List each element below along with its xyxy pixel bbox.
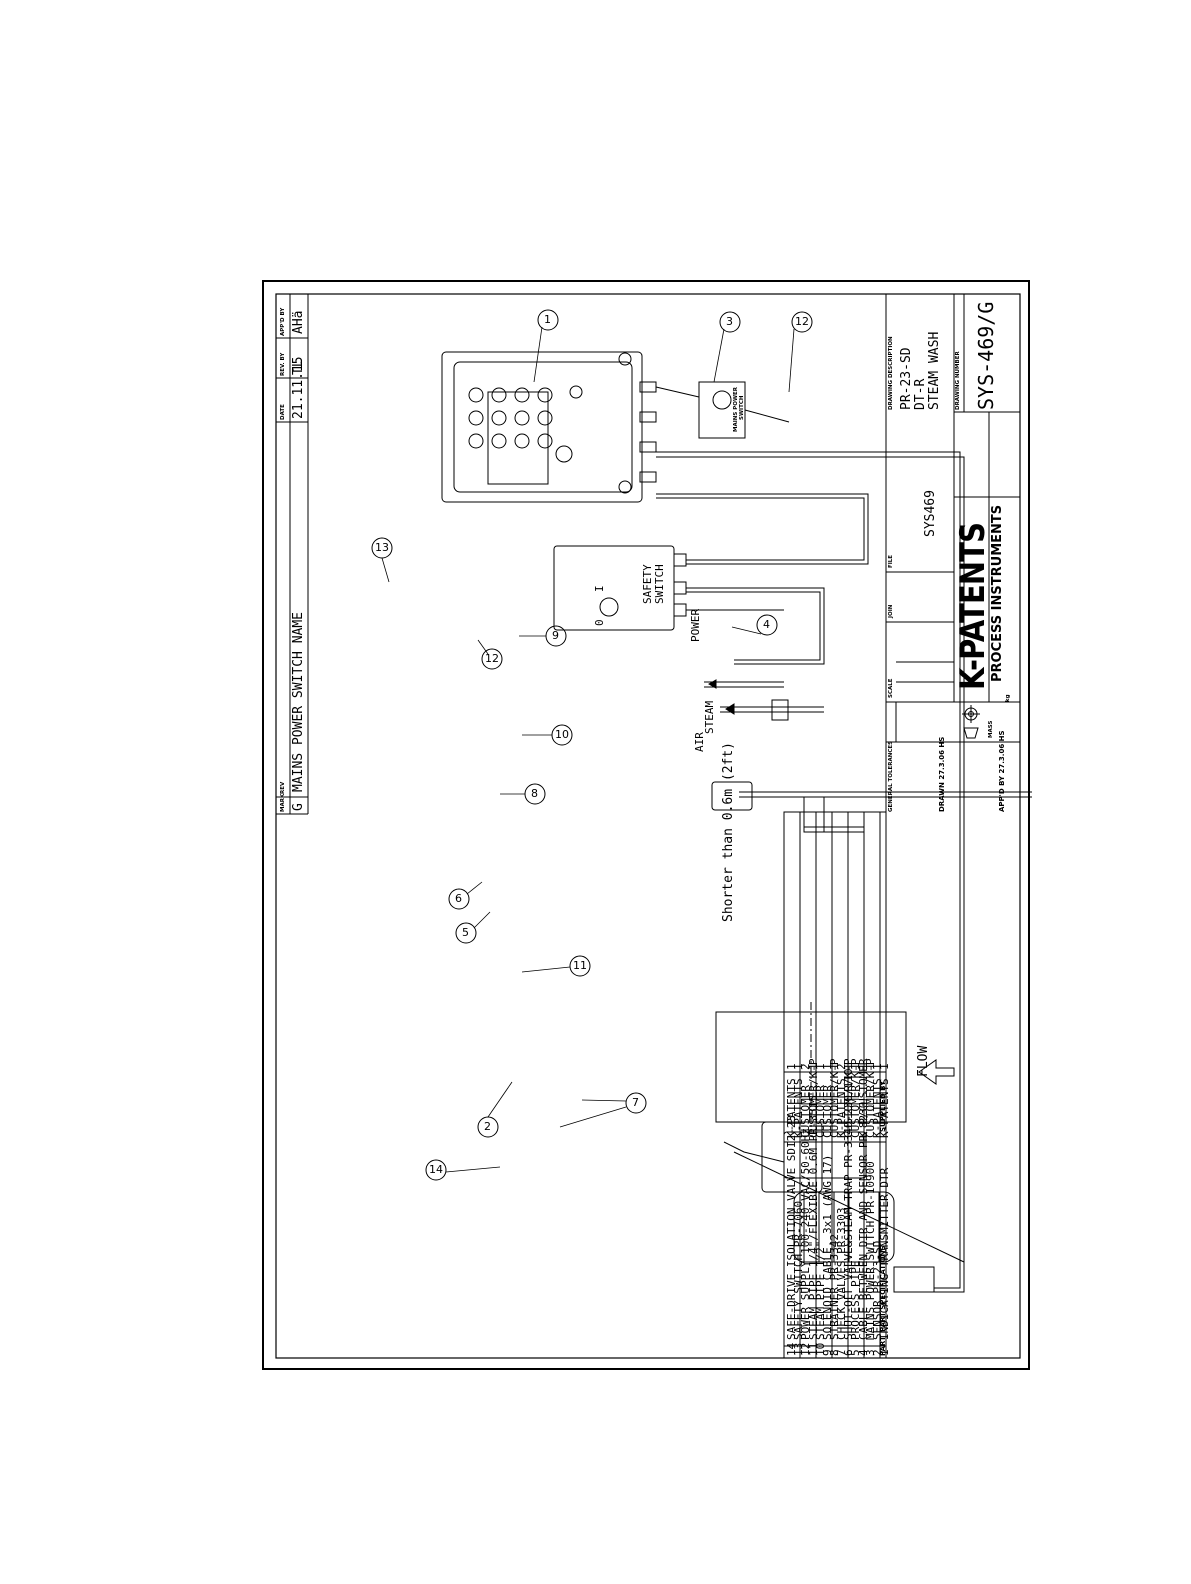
file-label: FILE bbox=[888, 554, 894, 568]
drawing-sheet: MARK REV DATE REV. BY APP'D BY G MAINS P… bbox=[262, 280, 1032, 1370]
balloon-6: 6 bbox=[455, 892, 462, 905]
balloon-4: 4 bbox=[763, 618, 770, 631]
label-power: POWER bbox=[689, 608, 702, 642]
scale-label: SCALE bbox=[888, 678, 894, 698]
rev-description: MAINS POWER SWITCH NAME bbox=[291, 611, 306, 792]
label-dimension-note: Shorter than 0.6m (2ft) bbox=[721, 741, 736, 922]
description-line-2: DT-R bbox=[913, 378, 928, 410]
part-spec: INDICATING TRANSMITTER DTR bbox=[878, 1167, 891, 1340]
parts-list-grid bbox=[783, 294, 887, 1359]
balloon-13: 13 bbox=[375, 541, 389, 554]
balloon-8: 8 bbox=[531, 787, 538, 800]
general-tolerances-label: GENERAL TOLERANCES bbox=[888, 740, 894, 812]
title-block-grid bbox=[886, 293, 1020, 743]
part-number: 1 bbox=[878, 1349, 891, 1356]
drawing-description-label: DRAWING DESCRIPTION bbox=[888, 336, 894, 410]
label-switch-zero: 0 bbox=[593, 619, 606, 626]
drawing-number: SYS-469/G bbox=[974, 301, 998, 410]
balloon-5: 5 bbox=[462, 926, 469, 939]
drawing-number-label: DRAWING NUMBER bbox=[955, 351, 961, 410]
transmitter-dtr bbox=[441, 351, 657, 503]
kg-label: kg bbox=[1005, 694, 1011, 702]
safety-switch bbox=[553, 545, 687, 631]
schematic-drawing bbox=[275, 293, 1032, 1359]
rev-header-appd-by: APP'D BY bbox=[280, 307, 286, 336]
balloon-3: 3 bbox=[726, 315, 733, 328]
sensor bbox=[723, 1121, 965, 1293]
revision-block bbox=[276, 294, 309, 815]
solenoid-cable-9 bbox=[686, 587, 825, 665]
rev-header-rev: REV bbox=[280, 781, 286, 794]
balloon-1: 1 bbox=[544, 313, 551, 326]
rev-by: TL bbox=[291, 359, 306, 375]
appd-info: APP'D BY 27.3.06 HS bbox=[998, 730, 1006, 812]
rev-header-date: DATE bbox=[280, 404, 286, 420]
cable-safety-to-dtr bbox=[656, 493, 869, 565]
balloon-7: 7 bbox=[632, 1096, 639, 1109]
logo-main: K-PATENTS bbox=[953, 522, 993, 690]
balloons bbox=[371, 309, 813, 1181]
drawn-info: DRAWN 27.3.06 HS bbox=[938, 736, 946, 812]
label-switch-one: I bbox=[593, 585, 606, 592]
balloon-9: 9 bbox=[552, 629, 559, 642]
label-flow: FLOW bbox=[916, 1045, 931, 1077]
mains-power-switch bbox=[655, 381, 790, 439]
logo-sub: PROCESS INSTRUMENTS bbox=[990, 504, 1005, 682]
projection-symbol-icon bbox=[962, 705, 980, 739]
label-safety-switch-2: SWITCH bbox=[653, 564, 666, 604]
balloon-12-top: 12 bbox=[795, 315, 809, 328]
part-supplier: K-PATENTS bbox=[878, 1078, 891, 1138]
balloon-2: 2 bbox=[484, 1120, 491, 1133]
file-value: SYS469 bbox=[923, 490, 938, 537]
rev-mark: G bbox=[291, 803, 306, 811]
rev-header-mark: MARK bbox=[280, 793, 286, 812]
air-line bbox=[704, 679, 784, 689]
balloon-11: 11 bbox=[573, 959, 587, 972]
balloon-14: 14 bbox=[429, 1163, 443, 1176]
inner-frame bbox=[275, 293, 1021, 1359]
label-mains-switch-2: SWITCH bbox=[739, 395, 745, 420]
steam-line bbox=[720, 699, 824, 721]
balloon-10: 10 bbox=[555, 728, 569, 741]
rev-header-rev-by: REV. BY bbox=[280, 352, 286, 376]
steam-pipe-11 bbox=[711, 781, 1032, 833]
description-line-1: PR-23-SD bbox=[899, 347, 914, 410]
label-air: AIR bbox=[693, 732, 706, 752]
cable-4 bbox=[656, 451, 965, 1293]
part-quantity: 1 bbox=[878, 1063, 891, 1070]
balloon-12-safety: 12 bbox=[485, 652, 499, 665]
rev-appd-by: AHä bbox=[291, 310, 306, 334]
description-line-3: STEAM WASH bbox=[927, 331, 942, 410]
label-steam: STEAM bbox=[703, 700, 716, 734]
leader-lines bbox=[381, 326, 795, 1173]
join-label: JOIN bbox=[888, 604, 894, 618]
label-safety-switch-1: SAFETY bbox=[641, 564, 654, 604]
mass-label: MASS bbox=[988, 720, 994, 738]
